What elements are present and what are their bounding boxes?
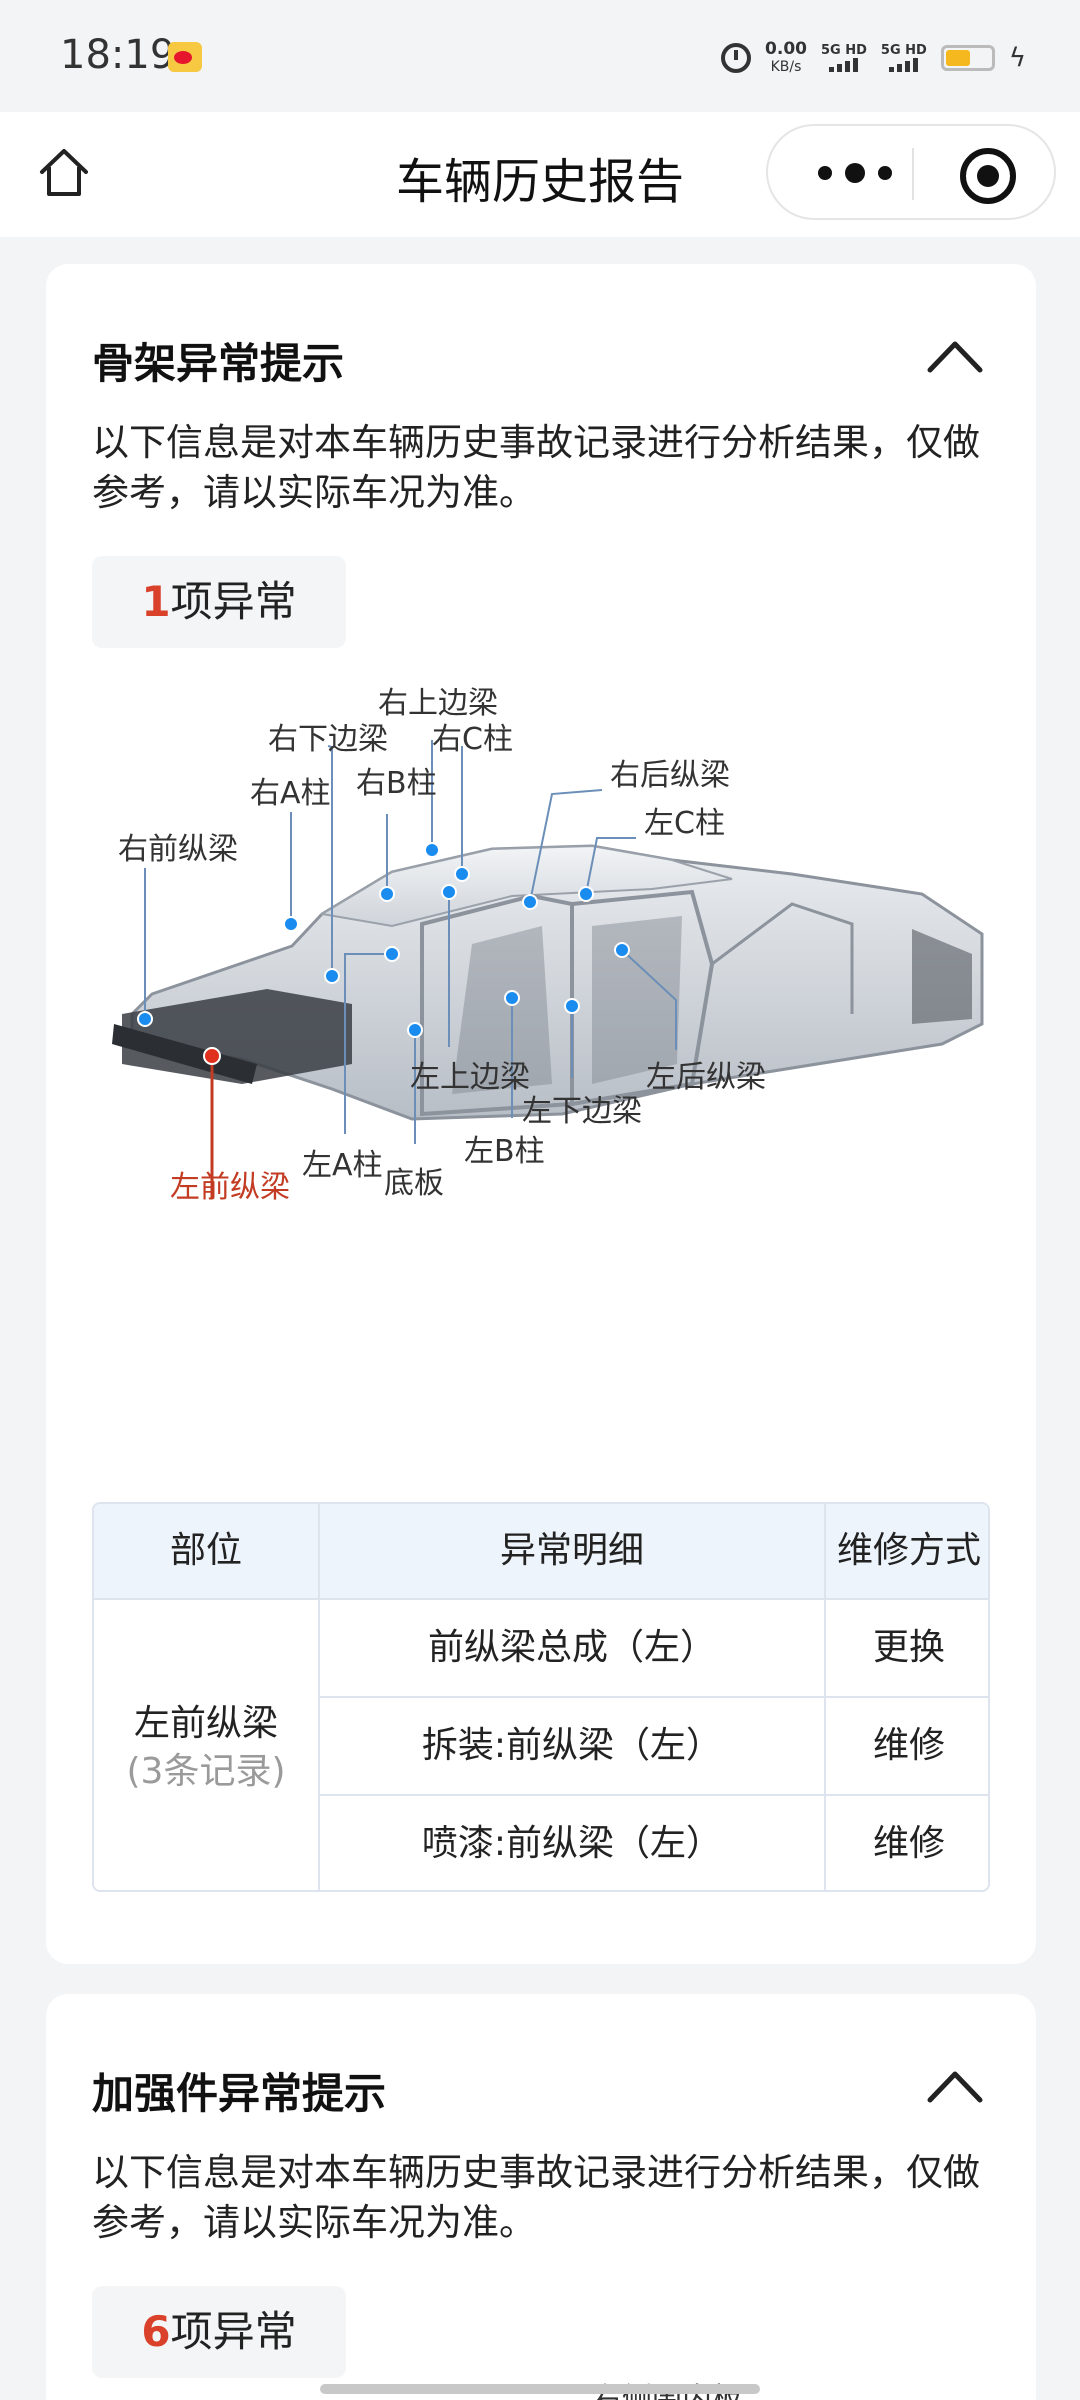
label-right-upper-rail: 右上边梁 bbox=[378, 686, 498, 721]
network-speed-unit: KB/s bbox=[770, 59, 802, 75]
label-left-upper-rail: 左上边梁 bbox=[410, 1060, 530, 1095]
label-right-a-pillar: 右A柱 bbox=[250, 776, 331, 811]
table-part-cell: 左前纵梁 (3条记录) bbox=[94, 1700, 318, 1796]
table-part-note: (3条记录) bbox=[126, 1751, 286, 1792]
chevron-up-icon[interactable] bbox=[926, 338, 984, 374]
table-header-part: 部位 bbox=[94, 1504, 318, 1598]
car-body-diagram: 右前纵梁 右上边梁 右下边梁 右C柱 右A柱 右B柱 右后纵梁 左C柱 左后纵梁… bbox=[92, 664, 1042, 1714]
left-front-rail-marker bbox=[203, 1047, 221, 1065]
battery-level bbox=[945, 50, 970, 66]
label-floor: 底板 bbox=[384, 1166, 444, 1201]
alarm-icon bbox=[721, 43, 752, 73]
reinforcement-count: 6 bbox=[141, 2307, 171, 2356]
abnormal-detail-table: 部位 异常明细 维修方式 左前纵梁 (3条记录) 前纵梁总成（左） 更换 拆装:… bbox=[92, 1502, 990, 1892]
label-left-lower-sill: 左下边梁 bbox=[522, 1094, 642, 1129]
table-row-3-method: 维修 bbox=[872, 1823, 945, 1864]
status-right-group: 0.00 KB/s 5G HD 5G HD ϟ bbox=[721, 36, 1026, 80]
network-speed-value: 0.00 bbox=[765, 39, 807, 59]
skeleton-abnormal-card: 骨架异常提示 以下信息是对本车辆历史事故记录进行分析结果，仅做参考，请以实际车况… bbox=[46, 264, 1036, 1964]
reinforcement-count-badge: 6项异常 bbox=[92, 2286, 346, 2378]
status-bar: 18:19 0.00 KB/s 5G HD 5G HD ϟ bbox=[0, 0, 1080, 112]
charging-icon: ϟ bbox=[1008, 43, 1026, 73]
home-icon[interactable] bbox=[34, 142, 94, 202]
weibo-notification-icon bbox=[168, 42, 202, 72]
signal-sim1-label: 5G HD bbox=[821, 43, 867, 58]
label-left-rear-rail: 左后纵梁 bbox=[646, 1060, 766, 1095]
skeleton-count-badge: 1项异常 bbox=[92, 556, 346, 648]
mini-program-capsule bbox=[766, 124, 1056, 220]
page-title: 车辆历史报告 bbox=[395, 154, 684, 210]
status-time: 18:19 bbox=[60, 32, 176, 78]
chevron-up-icon[interactable] bbox=[926, 2068, 984, 2104]
signal-sim2-icon: 5G HD bbox=[881, 44, 927, 72]
label-right-lower-sill: 右下边梁 bbox=[268, 722, 388, 757]
reinforcement-abnormal-card: 加强件异常提示 以下信息是对本车辆历史事故记录进行分析结果，仅做参考，请以实际车… bbox=[46, 1994, 1036, 2400]
skeleton-count: 1 bbox=[141, 577, 171, 626]
reinforcement-description: 以下信息是对本车辆历史事故记录进行分析结果，仅做参考，请以实际车况为准。 bbox=[92, 2151, 980, 2244]
signal-sim1-icon: 5G HD bbox=[821, 44, 867, 72]
label-right-c-pillar: 右C柱 bbox=[432, 722, 513, 757]
label-left-a-pillar: 左A柱 bbox=[302, 1148, 383, 1183]
target-icon[interactable] bbox=[960, 148, 1016, 204]
label-left-front-rail: 左前纵梁 bbox=[170, 1170, 290, 1205]
table-row-1-method: 更换 bbox=[872, 1627, 945, 1668]
label-right-b-pillar: 右B柱 bbox=[356, 766, 437, 801]
skeleton-count-suffix: 项异常 bbox=[170, 577, 297, 626]
label-left-b-pillar: 左B柱 bbox=[464, 1134, 545, 1169]
reinforcement-card-title: 加强件异常提示 bbox=[92, 2069, 387, 2118]
nav-bar: 车辆历史报告 bbox=[0, 112, 1080, 237]
label-right-front-rail: 右前纵梁 bbox=[118, 832, 238, 867]
signal-sim2-label: 5G HD bbox=[880, 43, 927, 58]
skeleton-card-title: 骨架异常提示 bbox=[92, 339, 345, 388]
table-row-2-method: 维修 bbox=[872, 1725, 945, 1766]
label-right-rear-rail: 右后纵梁 bbox=[610, 758, 730, 793]
skeleton-description: 以下信息是对本车辆历史事故记录进行分析结果，仅做参考，请以实际车况为准。 bbox=[92, 421, 980, 514]
label-left-c-pillar: 左C柱 bbox=[644, 806, 725, 841]
more-dots-icon[interactable] bbox=[810, 161, 900, 185]
table-row-3-detail: 喷漆:前纵梁（左） bbox=[421, 1823, 723, 1864]
table-row-1-detail: 前纵梁总成（左） bbox=[427, 1627, 716, 1668]
battery-icon bbox=[940, 45, 995, 71]
table-header-detail: 异常明细 bbox=[320, 1504, 824, 1598]
capsule-divider bbox=[912, 148, 914, 200]
reinforcement-count-suffix: 项异常 bbox=[170, 2307, 297, 2356]
table-header-method: 维修方式 bbox=[826, 1504, 988, 1598]
home-indicator[interactable] bbox=[320, 2384, 760, 2394]
table-row-2-detail: 拆装:前纵梁（左） bbox=[421, 1725, 723, 1766]
table-part-name: 左前纵梁 bbox=[133, 1703, 278, 1744]
car-body-illustration bbox=[112, 740, 984, 1199]
network-speed: 0.00 KB/s bbox=[765, 40, 807, 76]
